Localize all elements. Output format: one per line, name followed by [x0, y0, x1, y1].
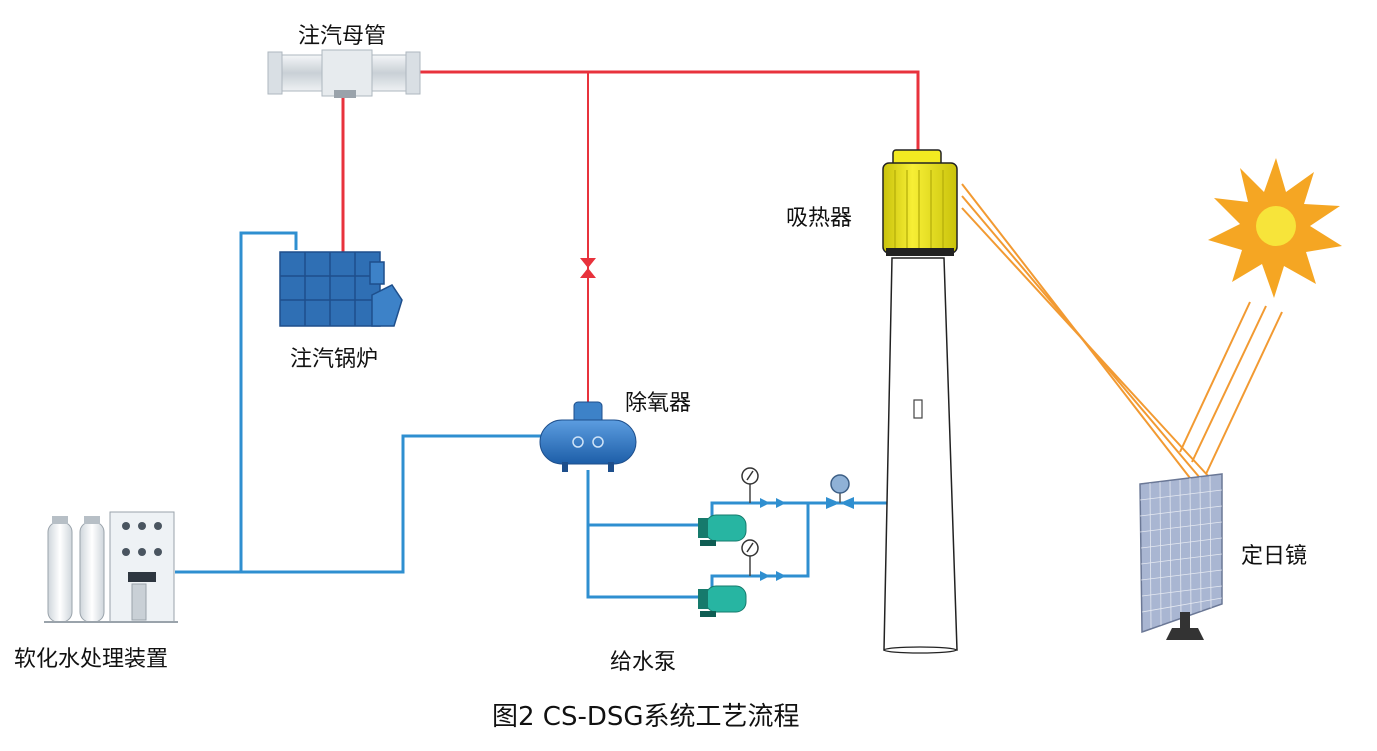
steam-valve	[580, 258, 596, 278]
label-steam-boiler: 注汽锅炉	[290, 347, 379, 372]
water-softener-unit	[44, 511, 178, 623]
water-softener-to-deaerator	[175, 434, 542, 574]
sun-rays	[961, 183, 1283, 479]
label-heliostat: 定日镜	[1241, 544, 1308, 569]
heliostat	[1139, 473, 1223, 640]
motorized-valve	[826, 474, 854, 509]
steam-lines	[341, 70, 920, 403]
steam-header	[267, 49, 421, 98]
pressure-gauge-2	[741, 539, 759, 576]
receiver-tower	[883, 257, 958, 654]
pressure-gauge-1	[741, 467, 759, 503]
figure-caption: 图2 CS-DSG系统工艺流程	[492, 702, 800, 732]
sun-icon	[1208, 158, 1342, 298]
label-feed-pump: 给水泵	[610, 650, 677, 675]
check-valves	[760, 498, 786, 581]
water-to-boiler	[239, 231, 298, 572]
steam-main-line	[418, 70, 920, 160]
label-water-softener: 软化水处理装置	[14, 647, 169, 672]
solar-receiver	[882, 149, 958, 256]
label-deaerator: 除氧器	[625, 391, 692, 416]
label-receiver: 吸热器	[786, 206, 853, 231]
steam-boiler	[279, 251, 403, 327]
feed-pump-2	[698, 585, 747, 617]
water-deaerator-to-pumps	[586, 470, 700, 599]
label-steam-header: 注汽母管	[298, 24, 387, 49]
feed-pump-1	[698, 514, 747, 546]
deaerator-tank	[539, 401, 637, 472]
